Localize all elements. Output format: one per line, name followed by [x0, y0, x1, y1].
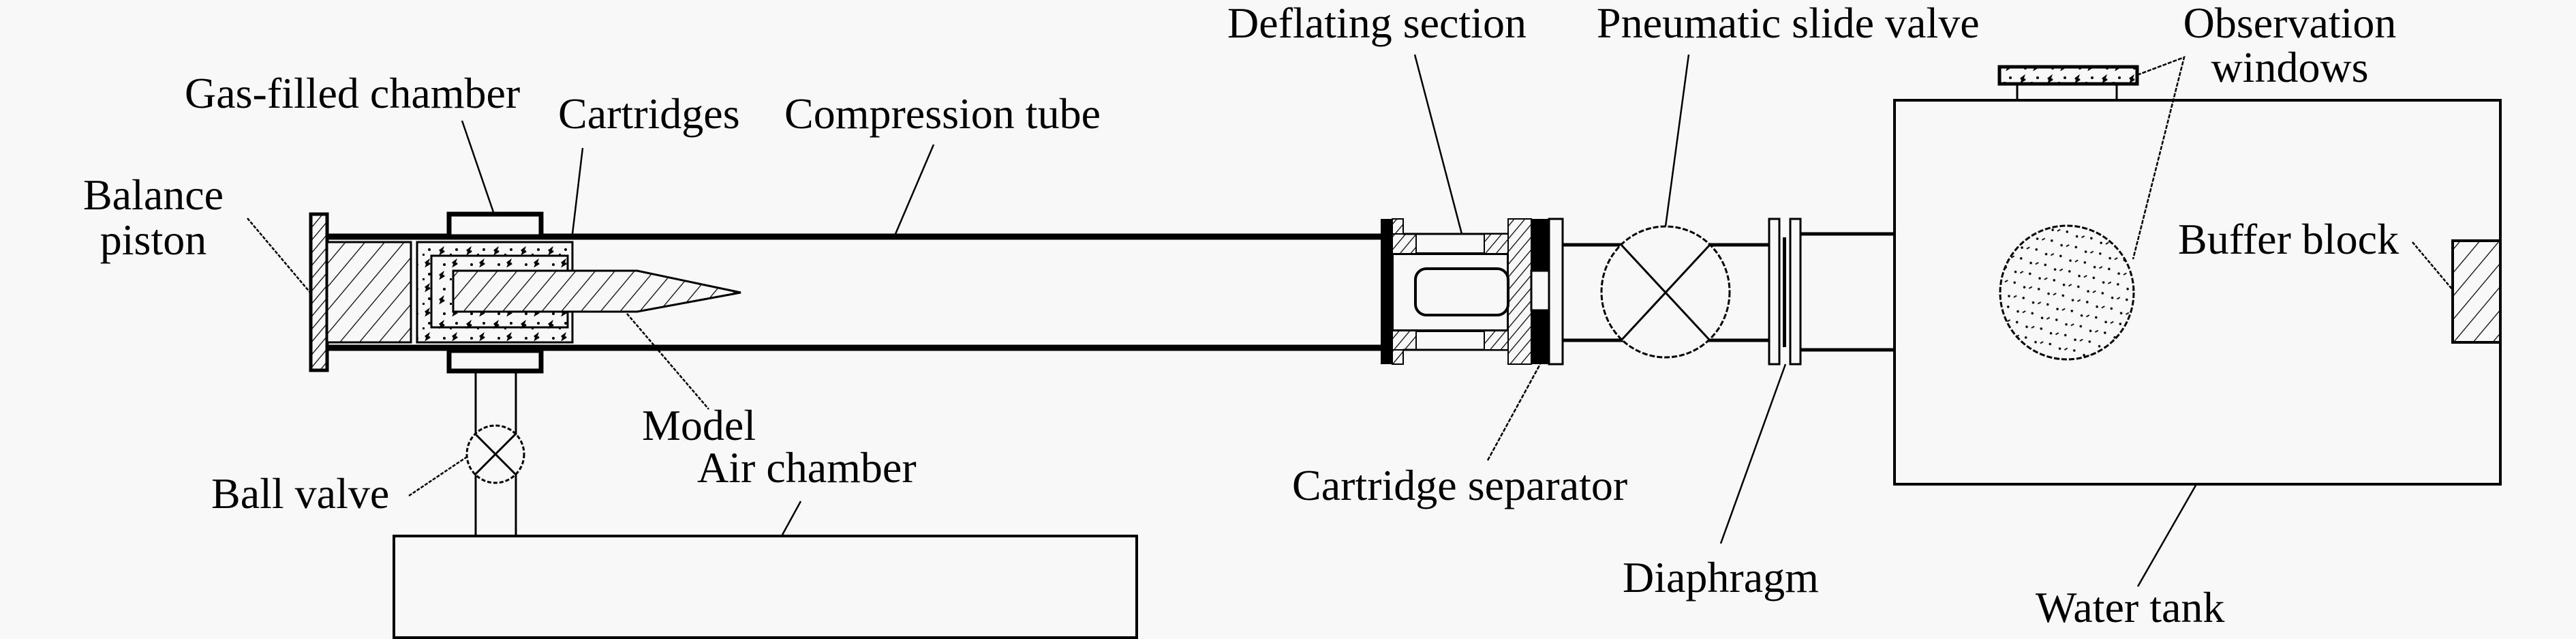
deflating-left-flange-black [1381, 219, 1392, 364]
launcher-assembly [309, 211, 1383, 639]
label-pneumatic-slide-valve: Pneumatic slide valve [1597, 0, 1980, 47]
leader-deflating-section [1413, 54, 1463, 235]
observation-window-side [1999, 224, 2135, 361]
leader-observation-windows [2132, 55, 2186, 260]
leader-cartridge-separator [1486, 363, 1542, 461]
gas-filled-chamber-top [446, 211, 544, 239]
balance-piston-flange [309, 212, 329, 372]
cartridge-separator-bottom [1531, 310, 1549, 364]
deflating-hatch-bl [1392, 330, 1417, 351]
label-balance-piston-2: piston [100, 216, 206, 264]
deflating-hatch-tl [1392, 233, 1417, 254]
model [452, 269, 741, 313]
label-balance-piston-1: Balance [83, 170, 224, 219]
label-model: Model [642, 401, 756, 449]
label-compression-tube: Compression tube [784, 89, 1101, 138]
separator-plate [1548, 218, 1564, 366]
labels: Balance piston Gas-filled chamber Cartri… [83, 0, 2399, 631]
label-water-tank: Water tank [2036, 583, 2224, 631]
label-diaphragm: Diaphragm [1623, 553, 1819, 601]
leader-pneumatic-slide-valve [1664, 54, 1690, 227]
label-air-chamber: Air chamber [697, 443, 917, 492]
leader-gas-filled-chamber [461, 120, 495, 213]
pneumatic-slide-valve [1600, 225, 1731, 359]
leader-model [626, 313, 709, 410]
label-cartridge-separator: Cartridge separator [1292, 461, 1627, 509]
label-deflating-section: Deflating section [1227, 0, 1527, 47]
leader-ball-valve [408, 456, 467, 497]
leader-lines [247, 54, 2453, 587]
cartridge-separator-gap [1530, 269, 1550, 312]
label-observation-windows-1: Observation [2183, 0, 2397, 47]
label-ball-valve: Ball valve [211, 469, 389, 518]
leader-diaphragm [1719, 363, 1787, 544]
leader-cartridges [571, 147, 584, 235]
deflating-right-inner [1484, 233, 1509, 254]
gas-filled-chamber-bottom [446, 348, 544, 374]
deflating-assembly [1381, 218, 1895, 366]
buffer-block [2451, 239, 2502, 344]
diaphragm-membrane [1783, 237, 1786, 347]
leader-water-tank [2136, 484, 2198, 587]
diaphragm-flange-right [1789, 218, 1802, 366]
air-chamber [393, 535, 1138, 639]
leader-buffer-block [2412, 241, 2453, 291]
deflating-right-inner-bottom [1484, 330, 1509, 351]
observation-window-top [1997, 65, 2139, 86]
deflating-window [1414, 267, 1509, 316]
label-gas-filled-chamber: Gas-filled chamber [185, 69, 520, 117]
label-cartridges: Cartridges [558, 89, 740, 138]
label-observation-windows-2: windows [2211, 43, 2368, 91]
water-tank-assembly [1893, 65, 2502, 486]
balance-piston [326, 241, 412, 344]
leader-compression-tube [894, 144, 935, 235]
diaphragm-flange-left [1768, 218, 1781, 366]
leader-air-chamber [780, 501, 802, 537]
cartridge-separator-top [1531, 219, 1549, 271]
label-buffer-block: Buffer block [2178, 215, 2399, 263]
leader-balance-piston [247, 218, 311, 294]
ball-valve [465, 424, 525, 484]
water-tank [1893, 99, 2502, 486]
deflating-right-flange [1507, 218, 1532, 365]
